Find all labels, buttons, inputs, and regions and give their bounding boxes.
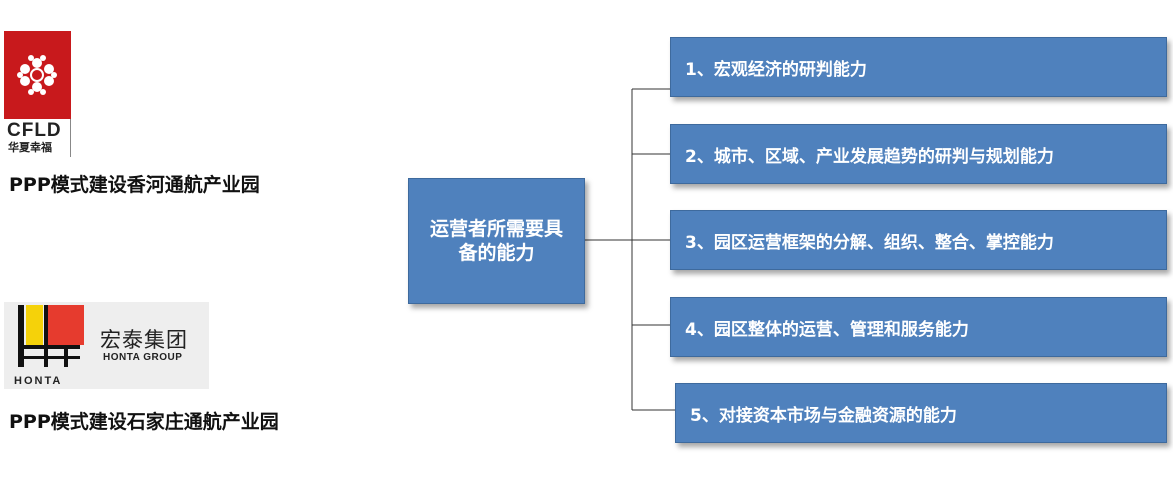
capability-label: 3、园区运营框架的分解、组织、整合、掌控能力 [685, 232, 1054, 253]
honta-red-block [44, 305, 84, 345]
center-topic-box: 运营者所需要具备的能力 [408, 178, 585, 304]
capability-label: 1、宏观经济的研判能力 [685, 59, 867, 80]
cfld-logo-text: CFLD [7, 120, 62, 141]
honta-beam [18, 345, 80, 349]
capability-box-2: 2、城市、区域、产业发展趋势的研判与规划能力 [670, 124, 1167, 184]
capability-label: 5、对接资本市场与金融资源的能力 [690, 405, 957, 426]
capability-label: 4、园区整体的运营、管理和服务能力 [685, 319, 969, 340]
capability-label: 2、城市、区域、产业发展趋势的研判与规划能力 [685, 146, 1054, 167]
project-caption-1: PPP模式建设香河通航产业园 [9, 174, 260, 196]
honta-logo: 宏泰集团 HONTA GROUP HONTA [4, 302, 209, 389]
capability-box-1: 1、宏观经济的研判能力 [670, 37, 1167, 97]
project-caption-2: PPP模式建设石家庄通航产业园 [9, 411, 279, 433]
center-topic-label: 运营者所需要具备的能力 [429, 218, 563, 264]
capability-box-4: 4、园区整体的运营、管理和服务能力 [670, 297, 1167, 357]
honta-post [18, 305, 24, 367]
honta-post [44, 305, 48, 367]
capability-box-5: 5、对接资本市场与金融资源的能力 [675, 383, 1167, 443]
capability-box-3: 3、园区运营框架的分解、组织、整合、掌控能力 [670, 210, 1167, 270]
flower-icon [17, 55, 57, 95]
cfld-logo-subtitle: 华夏幸福 [8, 141, 52, 154]
honta-name-zh: 宏泰集团 [100, 328, 188, 352]
honta-name-en: HONTA GROUP [103, 352, 183, 363]
honta-beam [18, 356, 80, 359]
logo-divider [70, 119, 71, 157]
honta-mark-text: HONTA [14, 375, 63, 387]
cfld-logo: CFLD 华夏幸福 [4, 31, 71, 157]
honta-yellow-block [26, 305, 43, 345]
cfld-logo-mark [4, 31, 71, 119]
